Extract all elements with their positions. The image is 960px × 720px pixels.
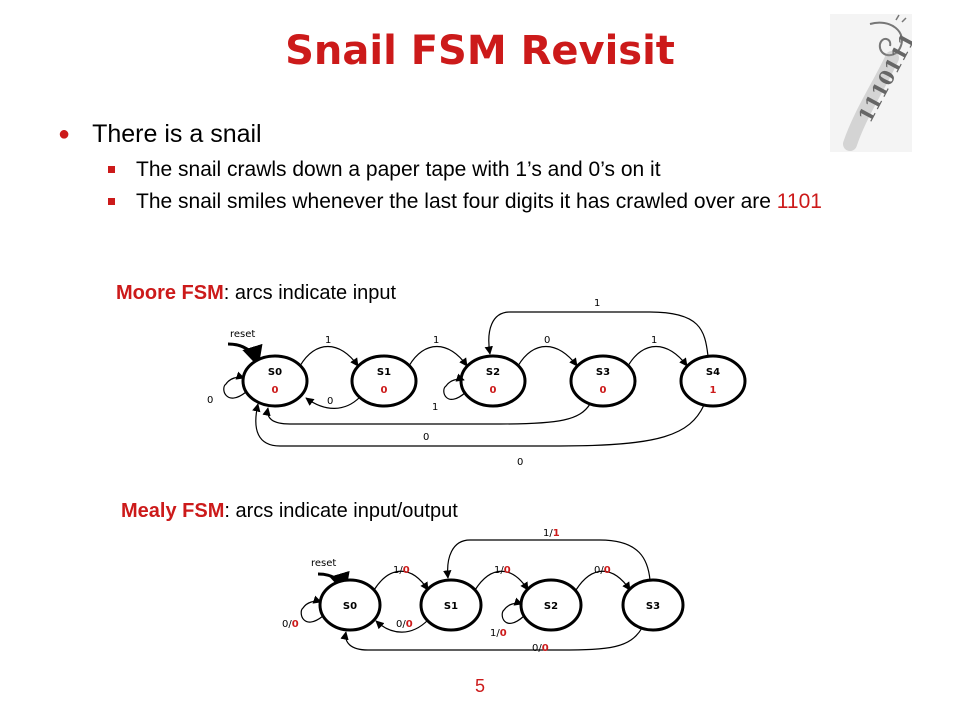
moore-arc-s4-s0 (252, 403, 705, 447)
moore-arc-s3-s4 (627, 345, 688, 367)
moore-state-s3: S3 0 (569, 354, 637, 408)
moore-state-s1: S1 0 (350, 354, 418, 408)
svg-text:S3: S3 (646, 601, 660, 612)
moore-self-loop-s2 (443, 373, 467, 400)
svg-text:0: 0 (381, 385, 388, 396)
svg-text:0: 0 (600, 385, 607, 396)
mealy-arc-label: 1/0 (393, 565, 410, 576)
svg-text:S2: S2 (544, 601, 558, 612)
moore-reset-label: reset (230, 329, 255, 340)
moore-state-s0: S0 0 (241, 354, 309, 408)
pattern-1101: 1101 (776, 190, 822, 213)
moore-arc-label: 1 (433, 335, 439, 346)
mealy-state-s3: S3 (621, 578, 685, 632)
moore-state-s4: S4 1 (679, 354, 747, 408)
moore-arc-s1-s2 (408, 345, 468, 367)
moore-arc-label: 1 (325, 335, 331, 346)
svg-text:S0: S0 (343, 601, 357, 612)
svg-text:S1: S1 (377, 367, 391, 378)
mealy-arc-s0-s1 (373, 570, 429, 591)
mealy-state-s2: S2 (519, 578, 583, 632)
svg-text:S4: S4 (706, 367, 720, 378)
moore-self-loop-s0 (223, 371, 247, 399)
moore-arc-label: 0 (207, 395, 213, 406)
square-bullet-icon (108, 198, 115, 205)
bullet-dot-icon: ● (58, 123, 71, 145)
page-number: 5 (474, 676, 485, 696)
moore-arc-label: 1 (432, 402, 438, 413)
mealy-arc-s1-s2 (474, 570, 529, 591)
mealy-heading: Mealy FSM: arcs indicate input/output (121, 500, 458, 522)
mealy-self-loop-s0 (300, 595, 324, 623)
moore-arc-label: 1 (651, 335, 657, 346)
moore-arc-label: 1 (594, 298, 600, 309)
moore-arc-label: 0 (544, 335, 550, 346)
moore-arc-s0-s1 (299, 345, 359, 367)
mealy-arc-s1-s0 (375, 619, 429, 633)
svg-text:0: 0 (272, 385, 279, 396)
mealy-fsm: reset S0 S1 S2 S3 1/0 1/0 0/0 1/1 0/0 (282, 528, 685, 654)
page-title: Snail FSM Revisit (285, 28, 675, 74)
moore-heading: Moore FSM: arcs indicate input (116, 282, 397, 304)
mealy-arc-s3-s1 (443, 539, 651, 581)
svg-text:S2: S2 (486, 367, 500, 378)
sub-bullet-2: The snail smiles whenever the last four … (108, 189, 878, 214)
mealy-arc-label: 0/0 (396, 619, 413, 630)
mealy-self-loop-s2 (501, 597, 525, 624)
mealy-state-s1: S1 (419, 578, 483, 632)
svg-text:S0: S0 (268, 367, 282, 378)
svg-text:0: 0 (490, 385, 497, 396)
moore-arc-label: 0 (423, 432, 429, 443)
mealy-reset-label: reset (311, 558, 336, 569)
moore-arc-s2-s3 (517, 345, 578, 367)
mealy-arc-s2-s3 (575, 570, 631, 591)
moore-arc-s3-s0 (262, 403, 591, 425)
mealy-arc-label: 1/0 (490, 628, 507, 639)
svg-text:1: 1 (710, 385, 717, 396)
svg-text:S1: S1 (444, 601, 458, 612)
mealy-arc-label: 0/0 (532, 643, 549, 654)
snail-logo: 1110111 (830, 14, 912, 152)
mealy-state-s0: S0 (318, 578, 382, 632)
mealy-arc-label: 0/0 (282, 619, 299, 630)
square-bullet-icon (108, 166, 115, 173)
mealy-arc-label: 1/1 (543, 528, 560, 539)
bullet-main: ●There is a snail (58, 120, 262, 148)
moore-arc-s4-s2 (484, 311, 709, 357)
mealy-arc-s3-s0 (340, 627, 643, 651)
moore-arc-label: 0 (327, 396, 333, 407)
mealy-arc-label: 1/0 (494, 565, 511, 576)
moore-fsm: reset S0 0 S1 0 S2 0 S3 0 S4 1 1 (207, 298, 747, 468)
moore-arc-s1-s0 (305, 396, 361, 409)
moore-arc-label: 0 (517, 457, 523, 468)
moore-state-s2: S2 0 (459, 354, 527, 408)
mealy-arc-label: 0/0 (594, 565, 611, 576)
svg-text:S3: S3 (596, 367, 610, 378)
sub-bullet-1: The snail crawls down a paper tape with … (108, 157, 878, 182)
